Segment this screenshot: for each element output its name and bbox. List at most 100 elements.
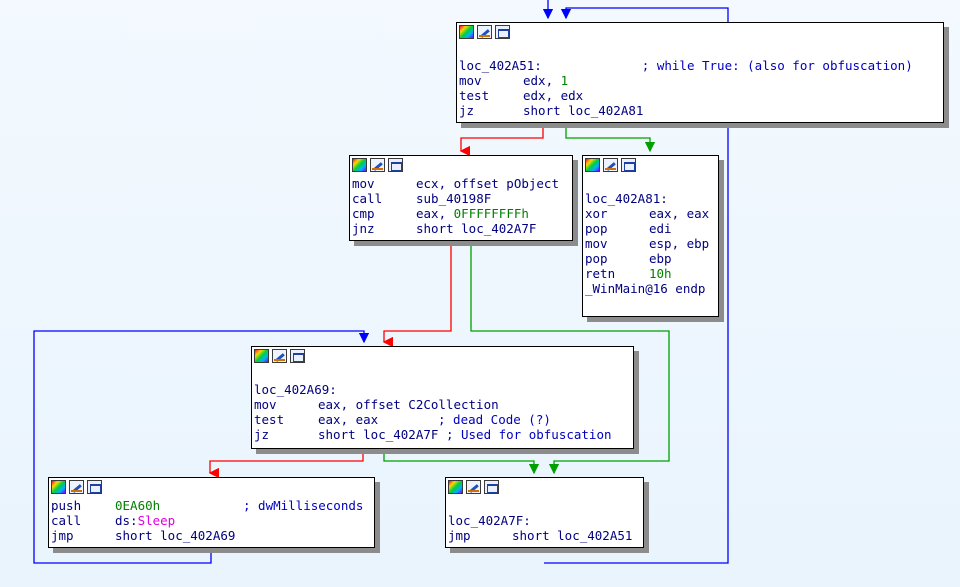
operand[interactable]: ebp bbox=[649, 251, 672, 266]
code-line[interactable]: call ds:Sleep bbox=[51, 513, 372, 528]
edge-c2-false bbox=[208, 449, 364, 479]
code-label[interactable]: loc_402A69: bbox=[254, 382, 337, 397]
color-palette-icon[interactable] bbox=[352, 158, 367, 172]
operand[interactable]: eax, eax bbox=[649, 206, 710, 221]
code-label[interactable]: loc_402A81: bbox=[585, 191, 668, 206]
mnemonic: xor bbox=[585, 206, 608, 221]
edge-sleep-loop bbox=[33, 330, 370, 564]
graph-node-loc-402a51[interactable]: loc_402A51:; while True: (also for obfus… bbox=[456, 22, 944, 123]
import-name[interactable]: Sleep bbox=[137, 513, 176, 528]
rename-pencil-icon[interactable] bbox=[466, 480, 481, 494]
code-line[interactable]: jz short loc_402A7F ; Used for obfuscatio… bbox=[254, 427, 631, 442]
edge-loop-head-false bbox=[459, 123, 544, 157]
code-line[interactable]: retn 10h bbox=[585, 266, 716, 281]
rename-pencil-icon[interactable] bbox=[603, 158, 618, 172]
operand[interactable]: short loc_402A7F bbox=[416, 221, 537, 236]
operand[interactable]: short loc_402A81 bbox=[523, 103, 644, 118]
number[interactable]: 1 bbox=[560, 73, 569, 88]
code-line[interactable]: xor eax, eax bbox=[585, 206, 716, 221]
code-comment: ; Used for obfuscation bbox=[445, 427, 612, 442]
color-palette-icon[interactable] bbox=[459, 25, 474, 39]
code-comment: ; dead Code (?) bbox=[438, 412, 551, 427]
edge-c2-true bbox=[383, 449, 540, 475]
operand[interactable]: short loc_402A51 bbox=[512, 528, 633, 543]
mnemonic: mov bbox=[585, 236, 608, 251]
rename-pencil-icon[interactable] bbox=[272, 349, 287, 363]
mnemonic: retn bbox=[585, 266, 616, 281]
code-line[interactable]: loc_402A7F: bbox=[448, 513, 641, 528]
graph-overview-icon[interactable] bbox=[495, 25, 510, 39]
color-palette-icon[interactable] bbox=[448, 480, 463, 494]
mnemonic: jnz bbox=[352, 221, 375, 236]
operand[interactable]: eax, eax bbox=[318, 412, 379, 427]
code-line[interactable]: push 0EA60h ; dwMilliseconds bbox=[51, 498, 372, 513]
endp-label[interactable]: _WinMain@16 endp bbox=[585, 281, 706, 296]
code-label[interactable]: loc_402A51: bbox=[459, 58, 542, 73]
mnemonic: push bbox=[51, 498, 82, 513]
mnemonic: mov bbox=[459, 73, 482, 88]
code-line[interactable]: mov edx, 1 bbox=[459, 73, 941, 88]
operand[interactable]: short loc_402A69 bbox=[115, 528, 236, 543]
rename-pencil-icon[interactable] bbox=[477, 25, 492, 39]
operand[interactable]: eax, bbox=[416, 206, 454, 221]
operand[interactable]: short loc_402A7F bbox=[318, 427, 446, 442]
code-line[interactable]: jz short loc_402A81 bbox=[459, 103, 941, 118]
code-line[interactable]: loc_402A69: bbox=[254, 382, 631, 397]
mnemonic: jmp bbox=[51, 528, 74, 543]
number[interactable]: 0EA60h bbox=[115, 498, 161, 513]
graph-overview-icon[interactable] bbox=[87, 480, 102, 494]
code-line[interactable]: jmp short loc_402A69 bbox=[51, 528, 372, 543]
code-line[interactable]: _WinMain@16 endp bbox=[585, 281, 716, 296]
mnemonic: pop bbox=[585, 221, 608, 236]
code-line[interactable]: mov esp, ebp bbox=[585, 236, 716, 251]
code-label[interactable]: loc_402A7F: bbox=[448, 513, 531, 528]
code-line[interactable]: loc_402A51:; while True: (also for obfus… bbox=[459, 58, 941, 73]
code-line[interactable]: pop edi bbox=[585, 221, 716, 236]
mnemonic: jz bbox=[459, 103, 475, 118]
operand[interactable]: esp, ebp bbox=[649, 236, 710, 251]
node-header bbox=[350, 156, 572, 176]
graph-overview-icon[interactable] bbox=[484, 480, 499, 494]
mnemonic: call bbox=[352, 191, 383, 206]
edge-back-to-loop-head bbox=[544, 7, 729, 564]
color-palette-icon[interactable] bbox=[51, 480, 66, 494]
color-palette-icon[interactable] bbox=[585, 158, 600, 172]
operand[interactable]: ecx, offset pObject bbox=[416, 176, 559, 191]
rename-pencil-icon[interactable] bbox=[370, 158, 385, 172]
graph-overview-icon[interactable] bbox=[388, 158, 403, 172]
graph-node-loc-402a81[interactable]: loc_402A81: xor eax, eax pop edi mov esp, e… bbox=[582, 155, 719, 317]
operand[interactable]: sub_40198F bbox=[416, 191, 492, 206]
edge-check-true bbox=[470, 241, 670, 475]
rename-pencil-icon[interactable] bbox=[69, 480, 84, 494]
mnemonic: call bbox=[51, 513, 82, 528]
code-line[interactable]: jnz short loc_402A7F bbox=[352, 221, 570, 236]
code-line[interactable]: pop ebp bbox=[585, 251, 716, 266]
number[interactable]: 10h bbox=[649, 266, 672, 281]
color-palette-icon[interactable] bbox=[254, 349, 269, 363]
operand[interactable]: eax, offset C2Collection bbox=[318, 397, 499, 412]
graph-overview-icon[interactable] bbox=[290, 349, 305, 363]
operand[interactable]: edx, edx bbox=[523, 88, 584, 103]
code-comment: ; dwMilliseconds bbox=[243, 498, 364, 513]
mnemonic: pop bbox=[585, 251, 608, 266]
operand[interactable]: ds: bbox=[115, 513, 138, 528]
edge-loop-head-true bbox=[565, 123, 656, 153]
operand[interactable]: edx, bbox=[523, 73, 561, 88]
operand[interactable]: edi bbox=[649, 221, 672, 236]
code-line[interactable]: call sub_40198F bbox=[352, 191, 570, 206]
graph-overview-icon[interactable] bbox=[621, 158, 636, 172]
mnemonic: jz bbox=[254, 427, 270, 442]
number[interactable]: 0FFFFFFFFh bbox=[453, 206, 529, 221]
code-line[interactable]: loc_402A81: bbox=[585, 191, 716, 206]
